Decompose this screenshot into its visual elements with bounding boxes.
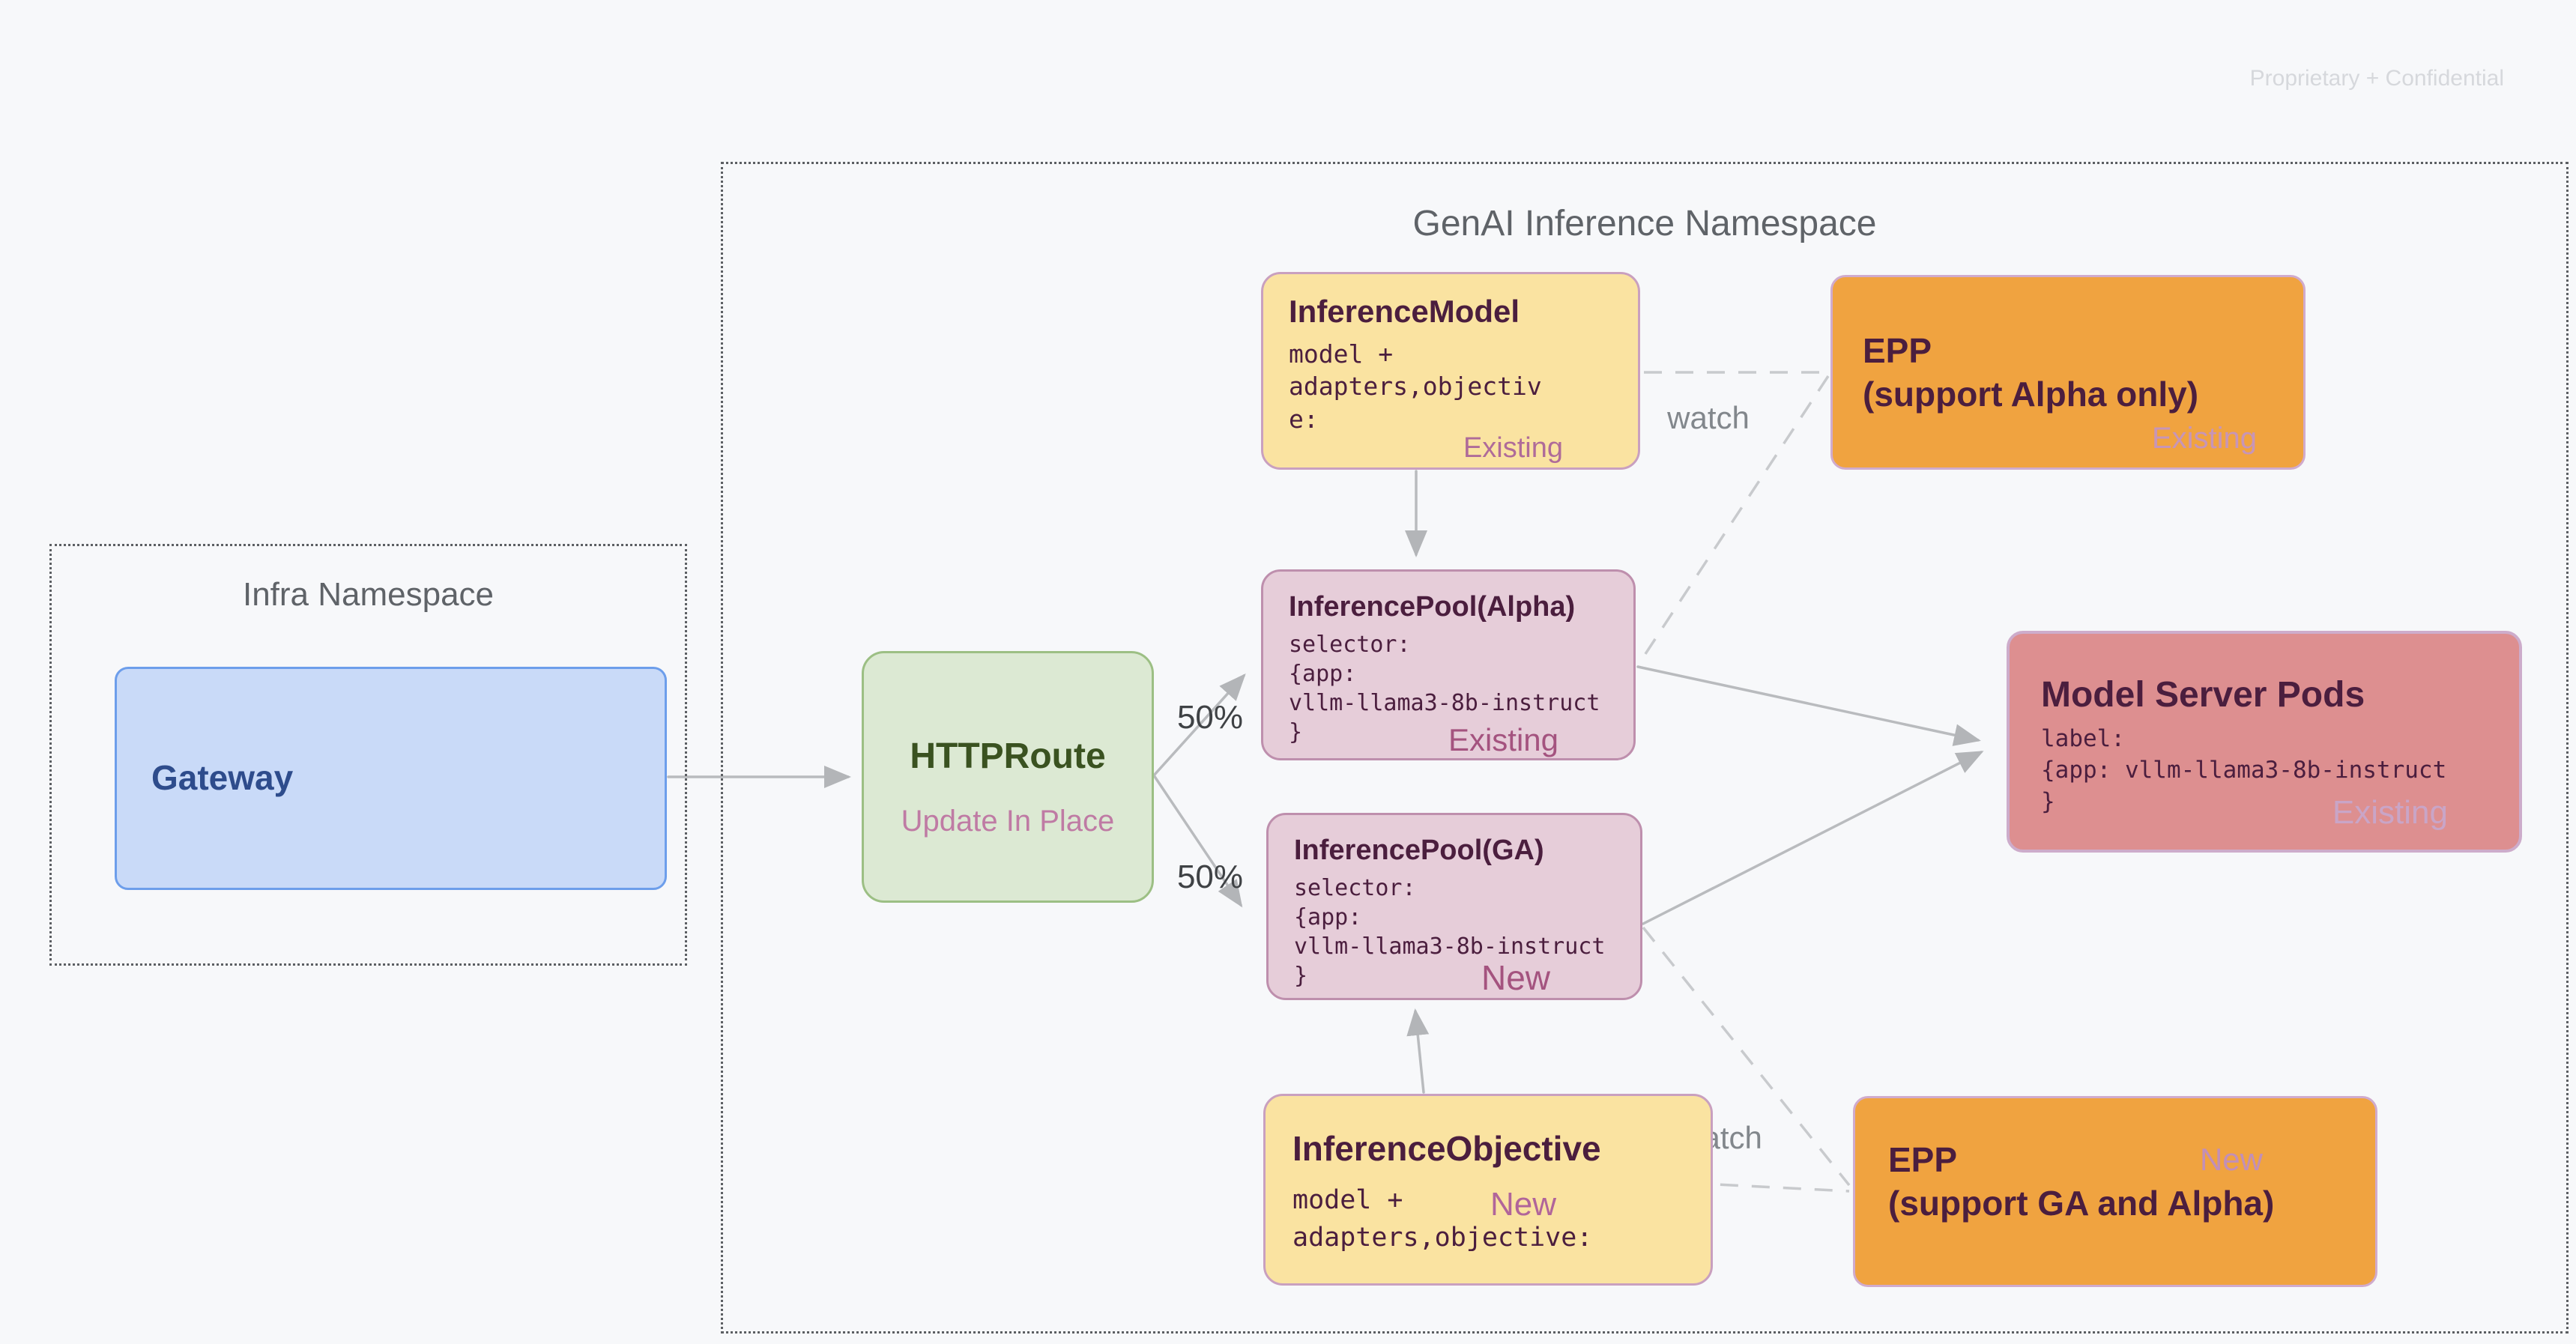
inference-pool-alpha-status-badge: Existing <box>1448 722 1558 757</box>
edge-epp-alpha-to-pool-alpha <box>1636 375 1830 666</box>
gateway-title: Gateway <box>151 758 294 798</box>
inference-pool-ga-selector: selector: {app: vllm-llama3-8b-instruct … <box>1294 874 1606 989</box>
edge-pool-ga-to-model-server <box>1642 751 1984 925</box>
inference-model-title: InferenceModel <box>1289 294 1520 329</box>
inference-model-status-badge: Existing <box>1463 432 1563 464</box>
gateway-node: Gateway <box>115 667 667 890</box>
epp-ga-status-badge: New <box>2199 1142 2263 1177</box>
infra-namespace-box: Infra Namespace <box>49 544 687 966</box>
httproute-title: HTTPRoute <box>910 736 1106 776</box>
traffic-split-bottom-label: 50% <box>1176 859 1244 895</box>
genai-namespace-box: GenAI Inference Namespace <box>721 162 2569 1334</box>
inference-pool-alpha-node: InferencePool(Alpha) selector: {app: vll… <box>1261 569 1636 760</box>
model-server-pods-node: Model Server Pods label: {app: vllm-llam… <box>2007 631 2522 853</box>
httproute-subtitle: Update In Place <box>901 805 1115 838</box>
traffic-split-top-label: 50% <box>1176 699 1244 736</box>
genai-namespace-label: GenAI Inference Namespace <box>1412 204 1877 243</box>
watermark-text: Proprietary + Confidential <box>2249 66 2504 91</box>
model-server-pods-label-spec: label: {app: vllm-llama3-8b-instruct } <box>2041 725 2447 815</box>
inference-pool-alpha-selector: selector: {app: vllm-llama3-8b-instruct … <box>1289 631 1600 745</box>
edge-pool-alpha-to-model-server <box>1636 665 1981 746</box>
inference-pool-ga-status-badge: New <box>1481 958 1550 997</box>
edge-pool-ga-to-epp-ga <box>1642 926 1851 1187</box>
inference-objective-status-badge: New <box>1490 1186 1557 1223</box>
inference-pool-ga-title: InferencePool(GA) <box>1294 835 1544 866</box>
inference-pool-alpha-title: InferencePool(Alpha) <box>1289 591 1576 623</box>
inference-objective-title: InferenceObjective <box>1292 1129 1601 1168</box>
inference-objective-node: InferenceObjective model + adapters,obje… <box>1263 1094 1713 1286</box>
infra-namespace-label: Infra Namespace <box>242 576 495 613</box>
inference-objective-spec: model + adapters,objective: <box>1292 1184 1593 1253</box>
httproute-node: HTTPRoute Update In Place <box>862 651 1154 903</box>
inference-pool-ga-node: InferencePool(GA) selector: {app: vllm-l… <box>1266 813 1642 1000</box>
inference-model-node: InferenceModel model + adapters,objectiv… <box>1261 272 1640 470</box>
epp-ga-node: EPP (support GA and Alpha) New <box>1853 1096 2377 1287</box>
edge-httproute-to-pool-alpha <box>1152 673 1246 777</box>
epp-alpha-title: EPP (support Alpha only) <box>1863 331 2199 414</box>
epp-ga-title: EPP (support GA and Alpha) <box>1888 1140 2275 1223</box>
model-server-pods-status-badge: Existing <box>2332 794 2448 831</box>
epp-alpha-node: EPP (support Alpha only) Existing <box>1830 275 2306 470</box>
inference-model-spec: model + adapters,objectiv e: <box>1289 339 1542 434</box>
epp-alpha-status-badge: Existing <box>2151 422 2257 455</box>
edge-inference-objective-to-pool-ga <box>1406 1008 1430 1094</box>
watch-top-label: watch <box>1667 400 1750 435</box>
edge-httproute-to-pool-ga <box>1152 774 1243 908</box>
model-server-pods-title: Model Server Pods <box>2041 675 2365 715</box>
